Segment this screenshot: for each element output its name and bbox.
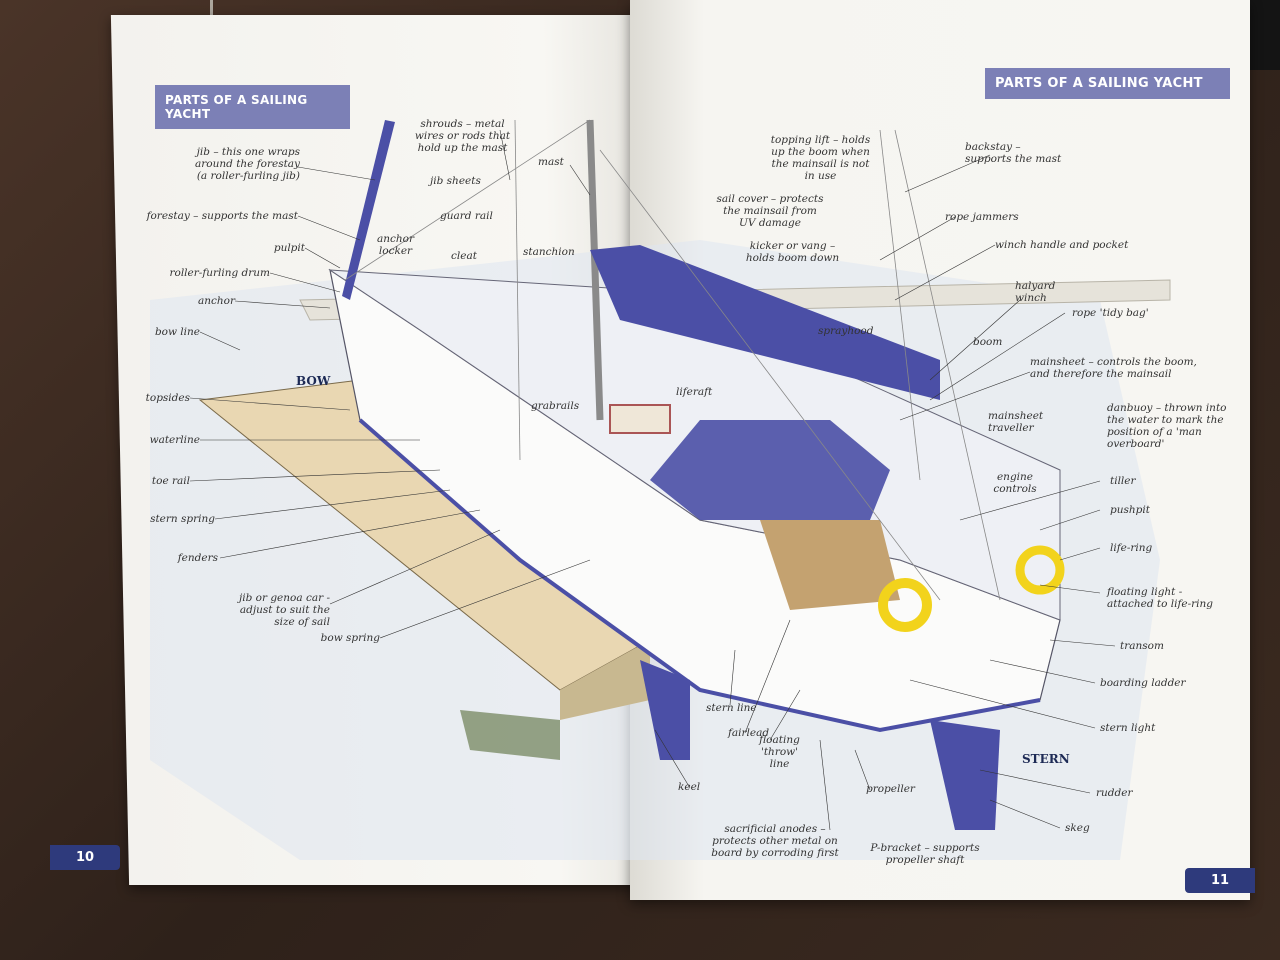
bow-marker: BOW bbox=[296, 374, 331, 388]
label-stern-light: stern light bbox=[1100, 722, 1156, 734]
label-stern-spring: stern spring bbox=[150, 513, 215, 525]
life-ring-shape-1 bbox=[878, 578, 932, 632]
rudder-shape bbox=[930, 720, 1000, 830]
keel-shape bbox=[640, 660, 690, 760]
label-keel: keel bbox=[678, 781, 701, 793]
label-rope-tidy-bag: rope 'tidy bag' bbox=[1072, 307, 1149, 319]
label-forestay: forestay – supports the mast bbox=[146, 210, 298, 222]
label-floating-light: floating light - attached to life-ring bbox=[1107, 586, 1213, 610]
label-stanchion: stanchion bbox=[523, 246, 575, 258]
label-sprayhood: sprayhood bbox=[818, 325, 874, 337]
label-boom: boom bbox=[973, 336, 1003, 348]
left-page-number: 10 bbox=[50, 845, 120, 870]
label-mainsheet: mainsheet – controls the boom, and there… bbox=[1030, 356, 1197, 380]
label-guard-rail: guard rail bbox=[440, 210, 493, 222]
sail-cover-shape bbox=[590, 245, 940, 400]
label-pushpit: pushpit bbox=[1110, 504, 1150, 516]
label-jib-genoa-car: jib or genoa car - adjust to suit the si… bbox=[238, 592, 330, 628]
label-halyard-winch: halyard winch bbox=[1015, 280, 1056, 304]
label-transom: transom bbox=[1120, 640, 1164, 652]
label-jib: jib – this one wraps around the forestay… bbox=[195, 146, 300, 182]
label-rope-jammers: rope jammers bbox=[945, 211, 1019, 223]
label-anchor: anchor bbox=[197, 295, 235, 307]
label-winch-handle: winch handle and pocket bbox=[995, 239, 1129, 251]
right-page-header: PARTS OF A SAILING YACHT bbox=[985, 68, 1230, 99]
label-liferaft: liferaft bbox=[676, 386, 713, 398]
label-topsides: topsides bbox=[145, 392, 190, 404]
label-danbuoy: danbuoy – thrown into the water to mark … bbox=[1107, 402, 1227, 450]
life-ring-shape-2 bbox=[1015, 545, 1065, 595]
label-backstay: backstay – supports the mast bbox=[965, 141, 1062, 165]
stern-marker: STERN bbox=[1022, 752, 1070, 766]
label-boarding-ladder: boarding ladder bbox=[1100, 677, 1186, 689]
label-kicker: kicker or vang – holds boom down bbox=[745, 240, 840, 264]
label-toe-rail: toe rail bbox=[151, 475, 190, 487]
right-page-number: 11 bbox=[1185, 868, 1255, 893]
label-mainsheet-traveller: mainsheet traveller bbox=[988, 410, 1044, 434]
label-pulpit: pulpit bbox=[273, 242, 305, 254]
liferaft-shape bbox=[609, 404, 671, 434]
label-jib-sheets: jib sheets bbox=[430, 175, 481, 187]
label-topping-lift: topping lift – holds up the boom when th… bbox=[770, 134, 871, 182]
label-stern-line: stern line bbox=[706, 702, 757, 714]
label-floating-throw-line: floating 'throw' line bbox=[759, 734, 800, 770]
label-cleat: cleat bbox=[451, 250, 477, 262]
label-shrouds: shrouds – metal wires or rods that hold … bbox=[414, 118, 511, 154]
left-page-header: PARTS OF A SAILING YACHT bbox=[155, 85, 350, 129]
label-sacrificial-anodes: sacrificial anodes – protects other meta… bbox=[711, 823, 839, 859]
label-bow-line: bow line bbox=[154, 326, 200, 338]
furled-jib bbox=[342, 120, 395, 300]
label-fenders: fenders bbox=[177, 552, 218, 564]
label-sail-cover: sail cover – protects the mainsail from … bbox=[716, 193, 824, 229]
label-rudder: rudder bbox=[1096, 787, 1133, 799]
label-skeg: skeg bbox=[1065, 822, 1090, 834]
label-waterline: waterline bbox=[149, 434, 200, 446]
label-p-bracket: P-bracket – supports propeller shaft bbox=[870, 842, 980, 866]
label-mast: mast bbox=[538, 156, 564, 168]
label-anchor-locker: anchor locker bbox=[376, 233, 414, 257]
label-engine-controls: engine controls bbox=[993, 471, 1037, 495]
mast-shape bbox=[586, 119, 604, 421]
label-fairlead: fairlead bbox=[728, 727, 770, 739]
label-bow-spring: bow spring bbox=[320, 632, 380, 644]
cockpit-floor bbox=[760, 520, 900, 610]
label-life-ring: life-ring bbox=[1110, 542, 1153, 554]
sprayhood-shape bbox=[650, 420, 890, 520]
label-roller-furling-drum: roller-furling drum bbox=[169, 267, 270, 279]
label-grabrails: grabrails bbox=[531, 400, 580, 412]
label-tiller: tiller bbox=[1110, 475, 1136, 487]
label-propeller: propeller bbox=[866, 783, 915, 795]
